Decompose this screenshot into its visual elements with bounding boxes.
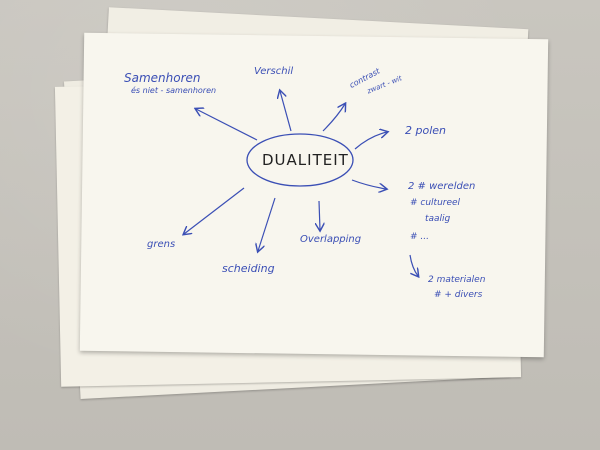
branch-verschil: Verschil: [254, 66, 294, 77]
branch-werelden: 2 # werelden: [408, 181, 476, 192]
branch-scheiding: scheiding: [222, 262, 275, 275]
arrow-werelden: [351, 179, 386, 189]
arrow-verschil: [280, 91, 292, 132]
arrow-contrast: [322, 104, 345, 132]
branch-polen: 2 polen: [405, 124, 447, 137]
branch-ellipsis: # ...: [410, 232, 429, 242]
branch-materialen: 2 materialen: [428, 275, 486, 285]
branch-materialen-sub: # + divers: [434, 290, 483, 300]
branch-cultureel: # cultureel: [410, 198, 461, 208]
arrow-grens: [184, 187, 245, 234]
arrow-polen: [354, 132, 387, 150]
arrow-materialen: [409, 254, 418, 276]
branch-overlapping: Overlapping: [300, 234, 362, 245]
center-topic: DUALITEIT: [262, 151, 349, 169]
branch-samenhoren-sub: és niet - samenhoren: [131, 86, 217, 95]
center-ellipse: [246, 133, 354, 187]
branch-grens: grens: [147, 239, 176, 250]
arrow-samenhoren: [196, 109, 258, 141]
branch-taalig: taalig: [425, 214, 451, 224]
arrow-scheiding: [258, 197, 276, 251]
arrow-overlapping: [319, 200, 320, 230]
branch-samenhoren: Samenhoren: [124, 71, 201, 85]
